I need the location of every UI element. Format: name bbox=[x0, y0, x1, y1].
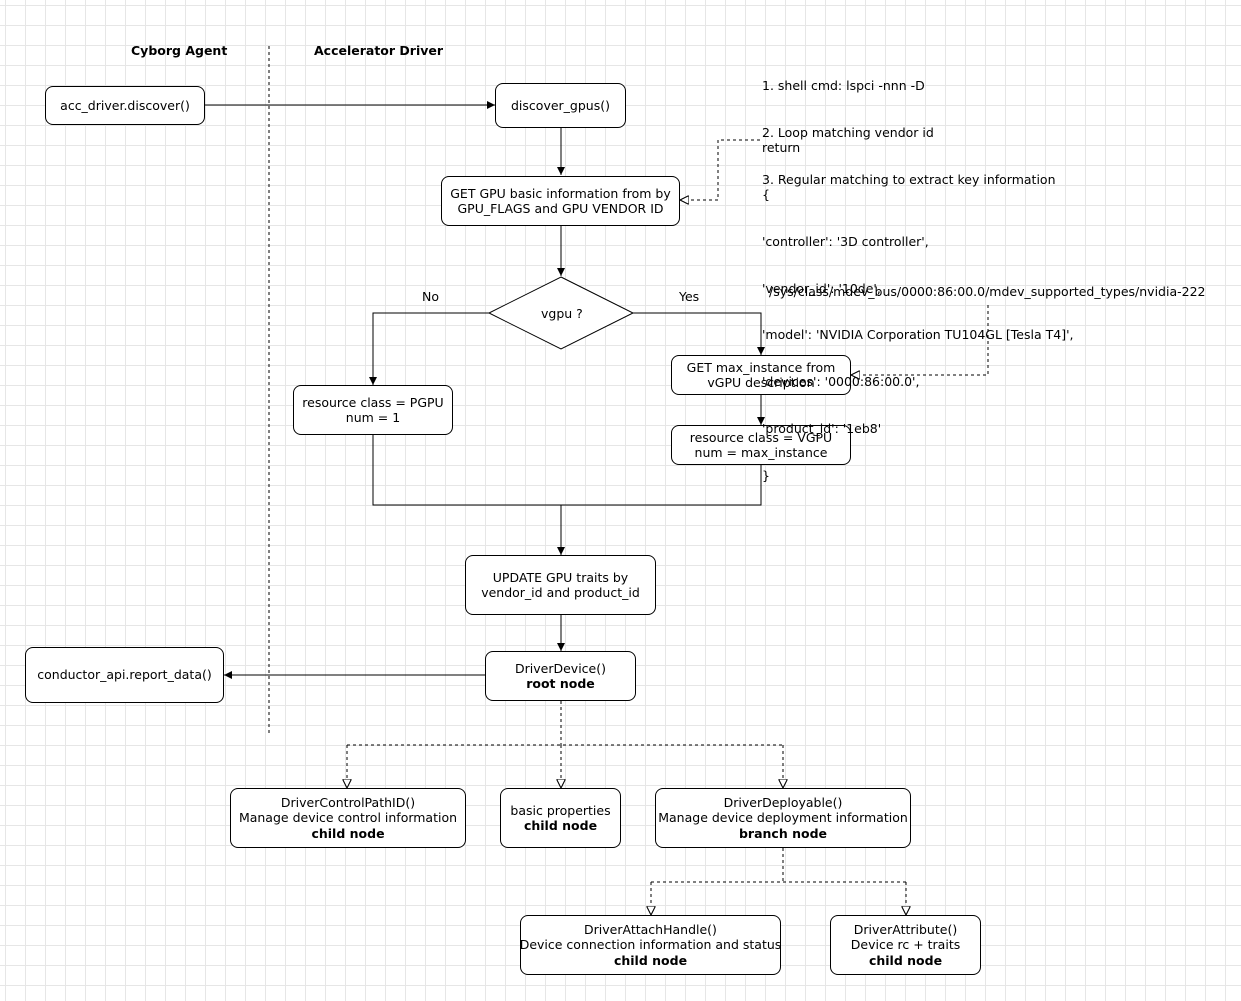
deployable-desc: Manage device deployment information bbox=[658, 810, 908, 826]
control-path-desc: Manage device control information bbox=[238, 810, 458, 826]
lane-header-accelerator-driver: Accelerator Driver bbox=[314, 43, 444, 58]
pgpu-resource-node[interactable]: resource class = PGPU num = 1 bbox=[293, 385, 453, 435]
update-traits-line2: vendor_id and product_id bbox=[481, 585, 640, 600]
lspci-steps-note: 1. shell cmd: lspci -nnn -D 2. Loop matc… bbox=[762, 47, 1056, 219]
attribute-title: DriverAttribute() bbox=[853, 921, 958, 937]
basic-properties-node[interactable]: basic properties child node bbox=[500, 788, 621, 848]
get-basic-info-line2: GPU_FLAGS and GPU VENDOR ID bbox=[457, 201, 664, 216]
return-line: 'model': 'NVIDIA Corporation TU104GL [Te… bbox=[762, 327, 1074, 343]
deployable-node[interactable]: DriverDeployable() Manage device deploym… bbox=[655, 788, 911, 848]
edge-device-children bbox=[346, 701, 784, 788]
edge-no-to-pgpu bbox=[369, 312, 489, 385]
control-path-node[interactable]: DriverControlPathID() Manage device cont… bbox=[230, 788, 466, 848]
lspci-step-3: 3. Regular matching to extract key infor… bbox=[762, 171, 1056, 187]
driver-device-role: root node bbox=[526, 676, 595, 691]
get-max-instance-line1: GET max_instance from bbox=[686, 359, 836, 375]
edge-label-no: No bbox=[422, 289, 439, 304]
vgpu-resource-line2: num = max_instance bbox=[694, 445, 828, 460]
lane-header-cyborg-agent: Cyborg Agent bbox=[131, 43, 228, 58]
edge-note-to-basic-info bbox=[680, 139, 760, 200]
return-line: 'controller': '3D controller', bbox=[762, 233, 929, 249]
return-line: 'devices': '0000:86:00.0', bbox=[762, 374, 920, 390]
deployable-role: branch node bbox=[738, 825, 828, 841]
control-path-role: child node bbox=[311, 825, 385, 841]
lspci-step-1: 1. shell cmd: lspci -nnn -D bbox=[762, 78, 925, 94]
return-line: 'vendor_id': '10de', bbox=[762, 280, 881, 296]
discover-gpus-node[interactable]: discover_gpus() bbox=[495, 83, 626, 128]
get-max-instance-node[interactable]: GET max_instance from vGPU description bbox=[671, 355, 851, 395]
get-basic-info-line1: GET GPU basic information from by bbox=[450, 185, 671, 201]
return-line: { bbox=[762, 186, 770, 202]
report-data-label: conductor_api.report_data() bbox=[37, 667, 212, 683]
return-line: } bbox=[762, 467, 770, 483]
update-traits-node[interactable]: UPDATE GPU traits by vendor_id and produ… bbox=[465, 555, 656, 615]
report-data-node[interactable]: conductor_api.report_data() bbox=[25, 647, 224, 703]
acc-driver-discover-node[interactable]: acc_driver.discover() bbox=[45, 86, 205, 125]
attribute-desc: Device rc + traits bbox=[850, 937, 961, 953]
edge-yes-to-max-instance bbox=[633, 312, 765, 355]
discover-gpus-label: discover_gpus() bbox=[511, 97, 610, 113]
mdev-path-note: /sys/class/mdev_bus/0000:86:00.0/mdev_su… bbox=[769, 284, 1206, 299]
edge-label-yes: Yes bbox=[679, 289, 700, 304]
attach-handle-node[interactable]: DriverAttachHandle() Device connection i… bbox=[520, 915, 781, 975]
basic-properties-title: basic properties bbox=[510, 802, 611, 818]
control-path-title: DriverControlPathID() bbox=[280, 794, 416, 810]
attribute-node[interactable]: DriverAttribute() Device rc + traits chi… bbox=[830, 915, 981, 975]
driver-device-title: DriverDevice() bbox=[515, 660, 606, 676]
attribute-role: child node bbox=[868, 952, 943, 968]
get-max-instance-line2: vGPU description bbox=[707, 375, 815, 390]
pgpu-resource-line1: resource class = PGPU bbox=[302, 394, 444, 410]
edge-deployable-children bbox=[650, 848, 907, 915]
vgpu-resource-line1: resource class = VGPU bbox=[689, 429, 833, 445]
vgpu-resource-node[interactable]: resource class = VGPU num = max_instance bbox=[671, 425, 851, 465]
get-basic-info-node[interactable]: GET GPU basic information from by GPU_FL… bbox=[441, 176, 680, 226]
attach-handle-desc: Device connection information and status bbox=[519, 937, 782, 953]
return-block-note: return { 'controller': '3D controller', … bbox=[762, 109, 1074, 514]
basic-properties-role: child node bbox=[523, 818, 598, 833]
vgpu-decision-label: vgpu ? bbox=[541, 306, 583, 321]
vgpu-decision-diamond[interactable] bbox=[487, 276, 635, 350]
update-traits-line1: UPDATE GPU traits by bbox=[492, 569, 629, 585]
driver-device-node[interactable]: DriverDevice() root node bbox=[485, 651, 636, 701]
pgpu-resource-line2: num = 1 bbox=[345, 410, 401, 425]
return-line: return bbox=[762, 140, 801, 156]
attach-handle-role: child node bbox=[613, 952, 688, 968]
deployable-title: DriverDeployable() bbox=[723, 794, 843, 810]
return-line: 'product_id': '1eb8' bbox=[762, 420, 882, 436]
acc-driver-discover-label: acc_driver.discover() bbox=[60, 97, 190, 113]
attach-handle-title: DriverAttachHandle() bbox=[584, 921, 717, 937]
edge-pgpu-merge bbox=[372, 435, 762, 506]
lspci-step-2: 2. Loop matching vendor id bbox=[762, 124, 934, 140]
